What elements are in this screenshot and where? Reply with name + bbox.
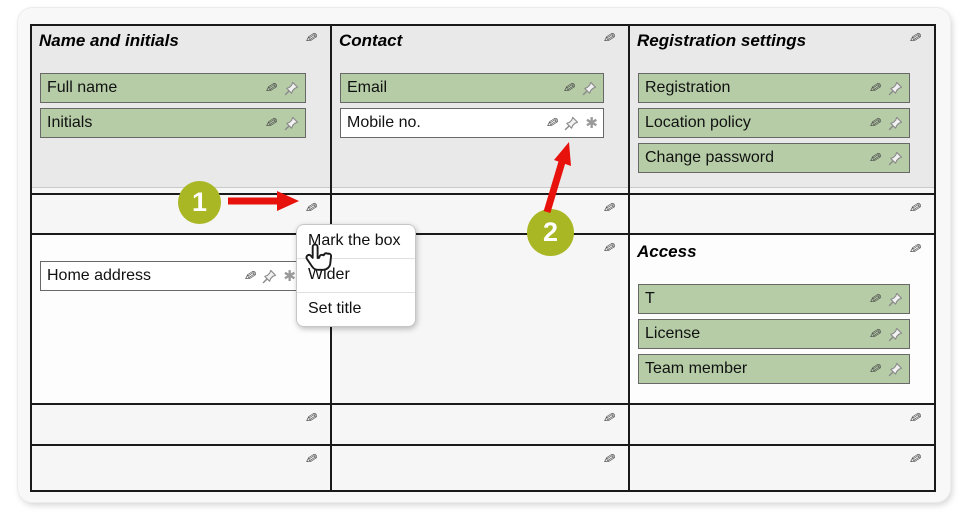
edit-icon[interactable]: ✎	[867, 113, 884, 133]
empty-box-cell: ✎	[32, 405, 332, 446]
pin-icon[interactable]	[563, 115, 580, 132]
edit-icon[interactable]: ✎	[601, 28, 618, 49]
edit-icon[interactable]: ✎	[867, 78, 884, 98]
edit-icon[interactable]: ✎	[601, 238, 618, 259]
empty-box-cell: ✎	[630, 405, 934, 446]
edit-icon[interactable]: ✎	[263, 113, 280, 133]
field-label: Team member	[645, 360, 748, 377]
field-label: Full name	[47, 79, 118, 96]
field-label: Registration	[645, 79, 731, 96]
box-title: Access	[637, 242, 697, 261]
pin-icon[interactable]	[581, 80, 598, 97]
edit-icon[interactable]: ✎	[561, 78, 578, 98]
empty-box-cell: ✎	[332, 405, 630, 446]
field-item-team-member[interactable]: Team member ✎	[638, 354, 910, 384]
field-item-full-name[interactable]: Full name ✎	[40, 73, 306, 103]
edit-icon[interactable]: ✎	[907, 408, 924, 429]
field-item-t[interactable]: T ✎	[638, 284, 910, 314]
edit-icon[interactable]: ✎	[601, 408, 618, 429]
field-item-registration[interactable]: Registration ✎	[638, 73, 910, 103]
field-label: License	[645, 325, 701, 342]
edit-icon[interactable]: ✎	[907, 239, 924, 260]
menu-item-wider[interactable]: Wider	[297, 258, 415, 292]
field-label: Change password	[645, 149, 774, 166]
empty-box-cell: ✎	[332, 235, 630, 405]
edit-icon[interactable]: ✎	[907, 28, 924, 49]
edit-icon[interactable]: ✎	[544, 113, 561, 133]
edit-icon[interactable]: ✎	[303, 449, 320, 470]
box-title: Registration settings	[637, 31, 807, 50]
box-title: Name and initials	[39, 31, 179, 50]
field-item-home-address[interactable]: Home address ✎ ✱	[40, 261, 302, 291]
field-label: Location policy	[645, 114, 751, 131]
field-item-email[interactable]: Email ✎	[340, 73, 604, 103]
box-access: Access ✎ T ✎ License ✎	[630, 235, 934, 405]
empty-box-cell: ✎	[332, 195, 630, 235]
edit-icon[interactable]: ✎	[867, 359, 884, 379]
edit-icon[interactable]: ✎	[303, 408, 320, 429]
field-label: Initials	[47, 114, 93, 131]
box-registration-settings: Registration settings ✎ Registration ✎ L…	[630, 26, 934, 195]
step-badge-2: 2	[527, 209, 574, 256]
box-title: Contact	[339, 31, 403, 50]
menu-item-mark-the-box[interactable]: Mark the box	[297, 225, 415, 258]
box-surface: Contact ✎ Email ✎ Mobile no. ✎	[332, 26, 628, 188]
asterisk-icon[interactable]: ✱	[283, 267, 296, 285]
pin-icon[interactable]	[887, 291, 904, 308]
field-item-license[interactable]: License ✎	[638, 319, 910, 349]
pin-icon[interactable]	[887, 150, 904, 167]
field-label: Mobile no.	[347, 114, 421, 131]
empty-box-cell: ✎	[32, 446, 332, 490]
edit-icon[interactable]: ✎	[907, 449, 924, 470]
field-label: T	[645, 290, 655, 307]
box-surface: Registration settings ✎ Registration ✎ L…	[630, 26, 934, 188]
box-home-address: Home address ✎ ✱	[32, 235, 332, 405]
empty-box-cell: ✎	[332, 446, 630, 490]
box-name-and-initials: Name and initials ✎ Full name ✎ Initials	[32, 26, 332, 195]
field-item-mobile-no[interactable]: Mobile no. ✎ ✱	[340, 108, 604, 138]
edit-icon[interactable]: ✎	[907, 198, 924, 219]
box-surface: Name and initials ✎ Full name ✎ Initials	[32, 26, 330, 188]
edit-icon[interactable]: ✎	[303, 198, 320, 219]
pin-icon[interactable]	[887, 80, 904, 97]
pin-icon[interactable]	[887, 115, 904, 132]
context-menu: Mark the box Wider Set title	[296, 224, 416, 327]
edit-icon[interactable]: ✎	[601, 449, 618, 470]
edit-icon[interactable]: ✎	[601, 198, 618, 219]
edit-icon[interactable]: ✎	[263, 78, 280, 98]
step-badge-1: 1	[178, 181, 221, 224]
edit-icon[interactable]: ✎	[867, 148, 884, 168]
pin-icon[interactable]	[887, 326, 904, 343]
field-label: Home address	[47, 267, 152, 284]
pin-icon[interactable]	[283, 80, 300, 97]
edit-icon[interactable]: ✎	[242, 266, 259, 286]
layout-grid: Name and initials ✎ Full name ✎ Initials	[30, 24, 936, 492]
empty-box-cell: ✎	[630, 195, 934, 235]
field-item-location-policy[interactable]: Location policy ✎	[638, 108, 910, 138]
edit-icon[interactable]: ✎	[867, 324, 884, 344]
field-item-change-password[interactable]: Change password ✎	[638, 143, 910, 173]
empty-box-cell: ✎	[630, 446, 934, 490]
pin-icon[interactable]	[261, 268, 278, 285]
field-item-initials[interactable]: Initials ✎	[40, 108, 306, 138]
edit-icon[interactable]: ✎	[303, 28, 320, 49]
menu-item-set-title[interactable]: Set title	[297, 292, 415, 326]
asterisk-icon[interactable]: ✱	[585, 114, 598, 132]
field-label: Email	[347, 79, 388, 96]
pin-icon[interactable]	[887, 361, 904, 378]
pin-icon[interactable]	[283, 115, 300, 132]
box-contact: Contact ✎ Email ✎ Mobile no. ✎	[332, 26, 630, 195]
edit-icon[interactable]: ✎	[867, 289, 884, 309]
